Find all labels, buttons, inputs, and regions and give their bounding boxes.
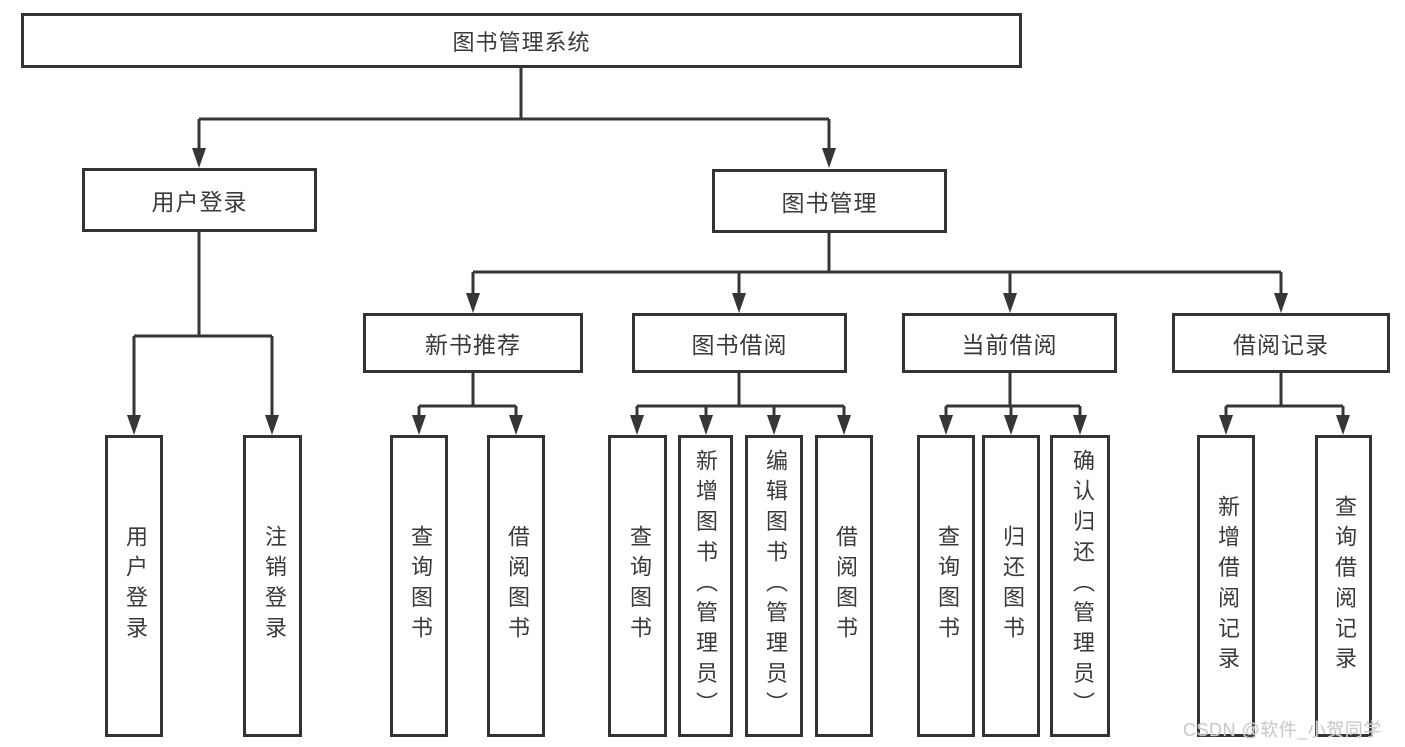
- leaf-confirm-return-admin: 确认归还（管理员）: [1050, 435, 1110, 737]
- leaf-user-login: 用户登录: [105, 435, 163, 737]
- leaf-add-books-admin: 新增图书（管理员）: [678, 435, 733, 737]
- leaf-return-books: 归还图书: [982, 435, 1040, 737]
- node-book-borrowing: 图书借阅: [632, 313, 847, 373]
- leaf-query-books-borrowing: 查询图书: [608, 435, 667, 737]
- leaf-logout: 注销登录: [243, 435, 302, 737]
- leaf-query-borrow-record: 查询借阅记录: [1315, 435, 1372, 737]
- leaf-query-books-current: 查询图书: [917, 435, 975, 737]
- node-user-login: 用户登录: [82, 168, 317, 232]
- leaf-borrow-books-recommend: 借阅图书: [487, 435, 545, 737]
- leaf-query-books-recommend: 查询图书: [390, 435, 448, 737]
- node-new-book-recommend: 新书推荐: [363, 313, 583, 373]
- leaf-add-borrow-record: 新增借阅记录: [1197, 435, 1255, 737]
- leaf-edit-books-admin: 编辑图书（管理员）: [745, 435, 803, 737]
- node-root-library-system: 图书管理系统: [21, 13, 1022, 68]
- leaf-borrow-books-borrowing: 借阅图书: [815, 435, 873, 737]
- csdn-watermark: CSDN @软件_小贺同学: [1183, 720, 1382, 740]
- node-book-management: 图书管理: [712, 169, 947, 233]
- node-borrow-records: 借阅记录: [1172, 313, 1390, 373]
- node-current-borrowing: 当前借阅: [902, 313, 1117, 373]
